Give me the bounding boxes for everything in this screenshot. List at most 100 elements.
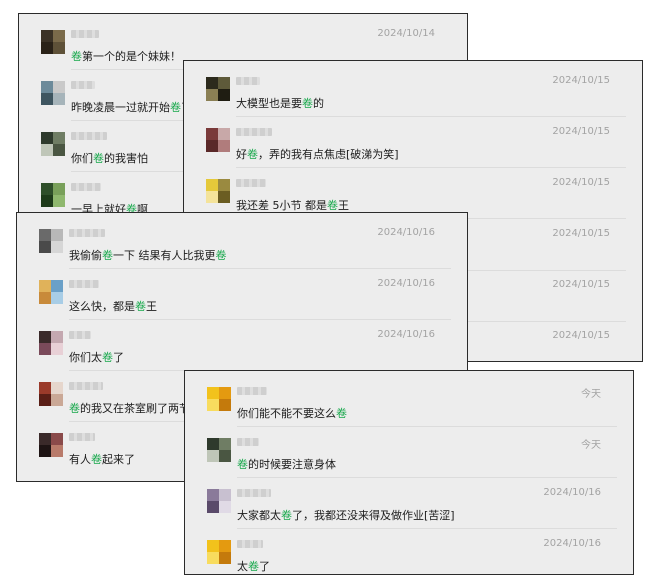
avatar[interactable] xyxy=(207,387,231,411)
avatar[interactable] xyxy=(207,540,231,564)
message-fragment: 你们 xyxy=(71,152,93,165)
message-date: 今天 xyxy=(581,440,601,451)
message-fragment: 了，我都还没来得及做作业[苦涩] xyxy=(292,509,455,522)
message-date: 2024/10/15 xyxy=(552,330,610,341)
row-divider xyxy=(69,268,451,269)
message-date: 2024/10/16 xyxy=(377,227,435,238)
message-text: 这么快，都是卷王 xyxy=(69,298,157,314)
keyword-highlight: 卷 xyxy=(247,148,258,161)
message-row[interactable]: 今天你们能不能不要这么卷 xyxy=(185,377,633,427)
keyword-highlight: 卷 xyxy=(135,300,146,313)
message-fragment: 你们太 xyxy=(69,351,102,364)
message-row[interactable]: 有人 卷 起来了 xyxy=(17,423,467,473)
message-date: 2024/10/16 xyxy=(377,278,435,289)
message-date: 2024/10/15 xyxy=(552,75,610,86)
sender-name-blurred xyxy=(69,331,91,339)
keyword-highlight: 卷 xyxy=(302,97,313,110)
keyword-highlight: 卷 xyxy=(93,152,104,165)
avatar[interactable] xyxy=(206,77,230,101)
message-text: 有人卷起来了 xyxy=(69,451,135,467)
message-fragment: 起来了 xyxy=(102,453,135,466)
sender-name-blurred xyxy=(69,433,95,441)
message-text: 太卷了 xyxy=(237,558,270,574)
sender-name-blurred xyxy=(237,489,271,497)
avatar[interactable] xyxy=(206,179,230,203)
message-fragment: 我偷偷 xyxy=(69,249,102,262)
message-fragment: 你们能不能不要这么 xyxy=(237,407,336,420)
message-date: 2024/10/16 xyxy=(543,487,601,498)
message-row[interactable]: 今天卷的时候要注意身体 xyxy=(185,428,633,478)
message-fragment: 了 xyxy=(259,560,270,573)
message-row[interactable]: 2024/10/16 你们太卷了 xyxy=(17,321,467,371)
message-text: 卷的我又在茶室刷了两节 xyxy=(69,400,190,416)
keyword-highlight: 卷 xyxy=(215,249,227,262)
message-fragment: ，弄的我有点焦虑[破涕为笑] xyxy=(258,148,399,161)
message-text: 我偷偷卷一下 结果有人比我更卷 xyxy=(69,247,227,263)
message-fragment: 的我害怕 xyxy=(104,152,148,165)
message-fragment: 太 xyxy=(237,560,248,573)
avatar[interactable] xyxy=(39,382,63,406)
message-row[interactable]: 一早上就好卷啊 xyxy=(19,173,467,213)
sender-name-blurred xyxy=(237,387,267,395)
message-fragment: 大模型也是要 xyxy=(236,97,302,110)
message-date: 2024/10/15 xyxy=(552,228,610,239)
message-date: 2024/10/14 xyxy=(377,28,435,39)
row-divider xyxy=(237,528,617,529)
sender-name-blurred xyxy=(69,382,103,390)
keyword-highlight: 卷 xyxy=(248,560,259,573)
message-fragment: 好 xyxy=(236,148,247,161)
avatar[interactable] xyxy=(41,183,65,207)
message-row[interactable]: 2024/10/16 大家都太卷了，我都还没来得及做作业[苦涩] xyxy=(185,479,633,529)
keyword-highlight: 卷 xyxy=(281,509,292,522)
message-text: 大家都太卷了，我都还没来得及做作业[苦涩] xyxy=(237,507,455,523)
message-fragment: 王 xyxy=(338,199,349,212)
message-fragment: 有人 xyxy=(69,453,91,466)
row-divider xyxy=(237,426,617,427)
message-text: 卷第一个的是个妹妹！ xyxy=(71,48,181,64)
avatar[interactable] xyxy=(39,229,63,253)
message-fragment: 的时候要注意身体 xyxy=(248,458,336,471)
message-row[interactable]: 2024/10/16 这么快，都是卷王 xyxy=(17,270,467,320)
message-row[interactable]: 2024/10/15 好卷，弄的我有点焦虑[破涕为笑] xyxy=(184,118,642,168)
avatar[interactable] xyxy=(41,30,65,54)
avatar[interactable] xyxy=(39,331,63,355)
message-text: 我还差 5小节 都是卷王 xyxy=(236,197,349,213)
sender-name-blurred xyxy=(69,229,105,237)
message-text: 昨晚凌晨一过就开始卷了 xyxy=(71,99,192,115)
keyword-highlight: 卷 xyxy=(237,458,248,471)
message-fragment: 了 xyxy=(113,351,124,364)
message-date: 2024/10/15 xyxy=(552,126,610,137)
row-divider xyxy=(236,167,626,168)
row-divider xyxy=(237,477,617,478)
message-date: 今天 xyxy=(581,389,601,400)
avatar[interactable] xyxy=(39,280,63,304)
sender-name-blurred xyxy=(71,132,107,140)
keyword-highlight: 卷 xyxy=(126,203,137,213)
message-fragment: 我还差 5小节 都是 xyxy=(236,199,327,212)
message-fragment: 这么快，都是 xyxy=(69,300,135,313)
row-divider xyxy=(69,319,451,320)
message-date: 2024/10/15 xyxy=(552,279,610,290)
sender-name-blurred xyxy=(236,128,272,136)
message-fragment: 昨晚凌晨一过就开始 xyxy=(71,101,170,114)
sender-name-blurred xyxy=(71,81,95,89)
sender-name-blurred xyxy=(71,183,101,191)
keyword-highlight: 卷 xyxy=(327,199,338,212)
sender-name-blurred xyxy=(71,30,99,38)
avatar[interactable] xyxy=(41,81,65,105)
avatar[interactable] xyxy=(206,128,230,152)
avatar[interactable] xyxy=(207,438,231,462)
message-fragment: 大家都太 xyxy=(237,509,281,522)
message-date: 2024/10/16 xyxy=(377,329,435,340)
avatar[interactable] xyxy=(207,489,231,513)
message-date: 2024/10/16 xyxy=(543,538,601,549)
message-row[interactable]: 2024/10/16 太卷了 xyxy=(185,530,633,574)
message-row[interactable]: 2024/10/15 大模型也是要卷的 xyxy=(184,67,642,117)
message-fragment: 王 xyxy=(146,300,157,313)
avatar[interactable] xyxy=(41,132,65,156)
message-text: 你们太卷了 xyxy=(69,349,124,365)
sender-name-blurred xyxy=(237,540,263,548)
message-fragment: 的 xyxy=(313,97,324,110)
avatar[interactable] xyxy=(39,433,63,457)
